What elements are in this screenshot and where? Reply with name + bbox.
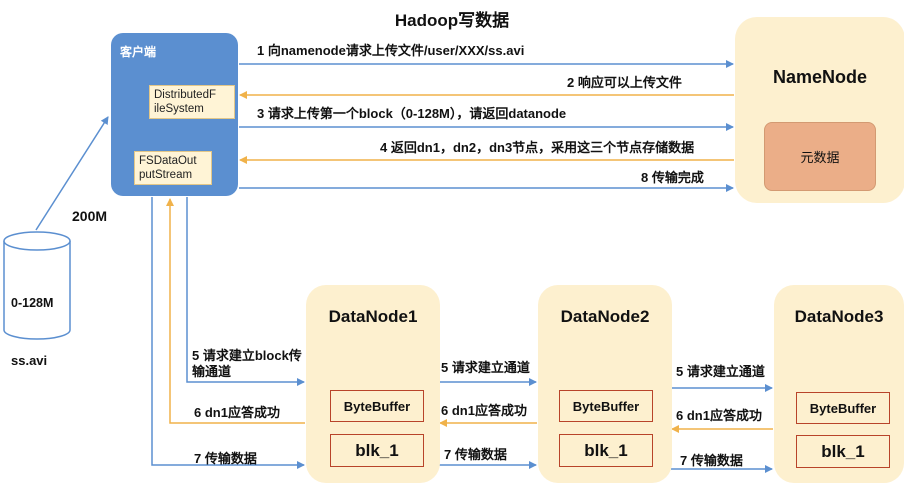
step-4-label: 4 返回dn1，dn2，dn3节点，采用这三个节点存储数据 xyxy=(380,140,695,155)
datanode-2-title: DataNode2 xyxy=(560,307,650,326)
file-size-label: 200M xyxy=(72,208,108,224)
step-1-label: 1 向namenode请求上传文件/user/XXX/ss.avi xyxy=(257,43,525,58)
fsdata-line-2: putStream xyxy=(139,169,193,181)
file-range-label: 0-128M xyxy=(11,296,54,310)
step-7-dn1-dn2-label: 7 传输数据 xyxy=(444,447,507,462)
step-6-dn3-dn2-label: 6 dn1应答成功 xyxy=(676,408,762,423)
metadata-box: 元数据 xyxy=(764,122,876,191)
step-7-dn2-dn3-label: 7 传输数据 xyxy=(680,453,743,468)
file-cylinder xyxy=(3,231,71,340)
step-5-dn1-dn2-label: 5 请求建立通道 xyxy=(441,360,530,375)
diagram-title: Hadoop写数据 xyxy=(394,11,510,30)
datanode-3-block: blk_1 xyxy=(796,435,890,468)
arrow-step-5-client xyxy=(186,197,305,386)
datanode-3-title: DataNode3 xyxy=(794,307,884,326)
step-2-label: 2 响应可以上传文件 xyxy=(567,75,682,90)
upload-arrow xyxy=(35,116,109,231)
arrow-step-7-client xyxy=(151,197,305,469)
datanode-1-title: DataNode1 xyxy=(328,307,418,326)
fsdataoutputstream-box: FSDataOut putStream xyxy=(134,151,212,185)
step-6-dn2-dn1-label: 6 dn1应答成功 xyxy=(441,403,527,418)
file-name-label: ss.avi xyxy=(11,353,48,368)
distributed-filesystem-line-2: ileSystem xyxy=(154,103,204,115)
distributed-filesystem-box: DistributedF ileSystem xyxy=(149,85,235,119)
step-5-client-label: 5 请求建立block传 输通道 xyxy=(192,348,302,380)
datanode-1-block: blk_1 xyxy=(330,434,424,467)
step-8-label: 8 传输完成 xyxy=(641,170,704,185)
step-6-client-label: 6 dn1应答成功 xyxy=(194,405,280,420)
datanode-2-block: blk_1 xyxy=(559,434,653,467)
step-5-dn2-dn3-label: 5 请求建立通道 xyxy=(676,364,765,379)
datanode-1-bytebuffer: ByteBuffer xyxy=(330,390,424,422)
datanode-3-bytebuffer: ByteBuffer xyxy=(796,392,890,424)
arrow-step-6-client xyxy=(166,198,305,424)
distributed-filesystem-line-1: DistributedF xyxy=(154,89,216,101)
client-title: 客户端 xyxy=(120,45,157,59)
step-5-client-line-1: 5 请求建立block传 xyxy=(192,348,302,363)
fsdata-line-1: FSDataOut xyxy=(139,155,197,167)
step-5-client-line-2: 输通道 xyxy=(192,364,232,379)
datanode-2-bytebuffer: ByteBuffer xyxy=(559,390,653,422)
namenode-title: NameNode xyxy=(772,67,868,87)
step-3-label: 3 请求上传第一个block（0-128M），请返回datanode xyxy=(257,106,567,121)
step-7-client-label: 7 传输数据 xyxy=(194,451,257,466)
